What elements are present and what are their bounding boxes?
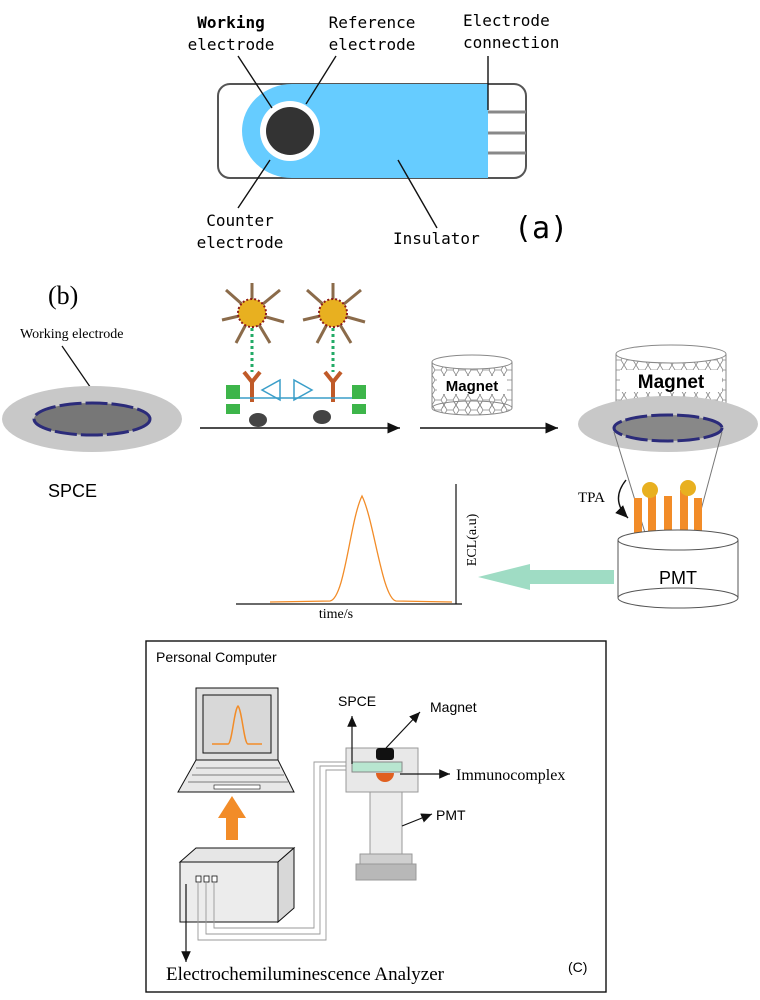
spce-working-area — [32, 401, 152, 437]
working-electrode-label-1: Working — [197, 13, 264, 32]
panel-a-tag: (a) — [514, 211, 568, 246]
immunocomplex-label: Immunocomplex — [456, 767, 565, 784]
analyzer-box — [178, 846, 296, 924]
connection-cables — [197, 761, 352, 941]
panel-a: Working electrode Reference electrode El… — [188, 11, 569, 252]
tpa-label: TPA — [578, 490, 605, 506]
working-electrode-label-2: electrode — [188, 35, 275, 54]
ecl-axis-label: ECL(a.u) — [465, 513, 480, 566]
counter-electrode-label-1: Counter — [206, 211, 274, 230]
electrode-connection-lines — [488, 110, 526, 155]
spce-label: SPCE — [48, 481, 97, 501]
time-axis-label: time/s — [319, 607, 353, 622]
panel-c-tag: (C) — [568, 959, 587, 975]
reference-electrode-label-1: Reference — [329, 13, 416, 32]
pmt-cylinder: PMT — [617, 529, 739, 609]
insulator-label: Insulator — [393, 229, 480, 248]
electrode-connection-label-1: Electrode — [463, 11, 550, 30]
detection-chamber — [345, 747, 419, 881]
pmt-c-label: PMT — [436, 807, 466, 823]
panel-c-frame — [145, 640, 607, 993]
signal-arrow — [478, 564, 614, 590]
ecl-plot: time/s ECL(a.u) — [236, 484, 480, 622]
reference-electrode-label-2: electrode — [329, 35, 416, 54]
working-electrode-disk — [266, 107, 314, 155]
panel-b: (b) Working electrode SPCE — [2, 281, 758, 622]
magnet-2-label: Magnet — [638, 372, 705, 393]
working-electrode-b-label: Working electrode — [20, 327, 123, 342]
data-upload-arrow — [218, 796, 246, 840]
magnet-1-label: Magnet — [446, 378, 499, 395]
counter-electrode-label-2: electrode — [197, 233, 284, 252]
spce-c-label: SPCE — [338, 693, 376, 709]
electrode-connection-label-2: connection — [463, 33, 559, 52]
pmt-label: PMT — [659, 568, 697, 588]
immunocomplex-illustration — [221, 283, 366, 427]
laptop — [177, 687, 295, 793]
magnet-c-label: Magnet — [430, 699, 477, 715]
ecl-peak-curve — [269, 494, 453, 603]
analyzer-label: Electrochemiluminescence Analyzer — [166, 964, 445, 985]
magnet-1: Magnet — [431, 354, 513, 416]
panel-b-tag: (b) — [48, 281, 78, 310]
luminescence-beams — [634, 490, 702, 538]
panel-c: Personal Computer — [145, 640, 607, 993]
personal-computer-label: Personal Computer — [156, 649, 277, 665]
